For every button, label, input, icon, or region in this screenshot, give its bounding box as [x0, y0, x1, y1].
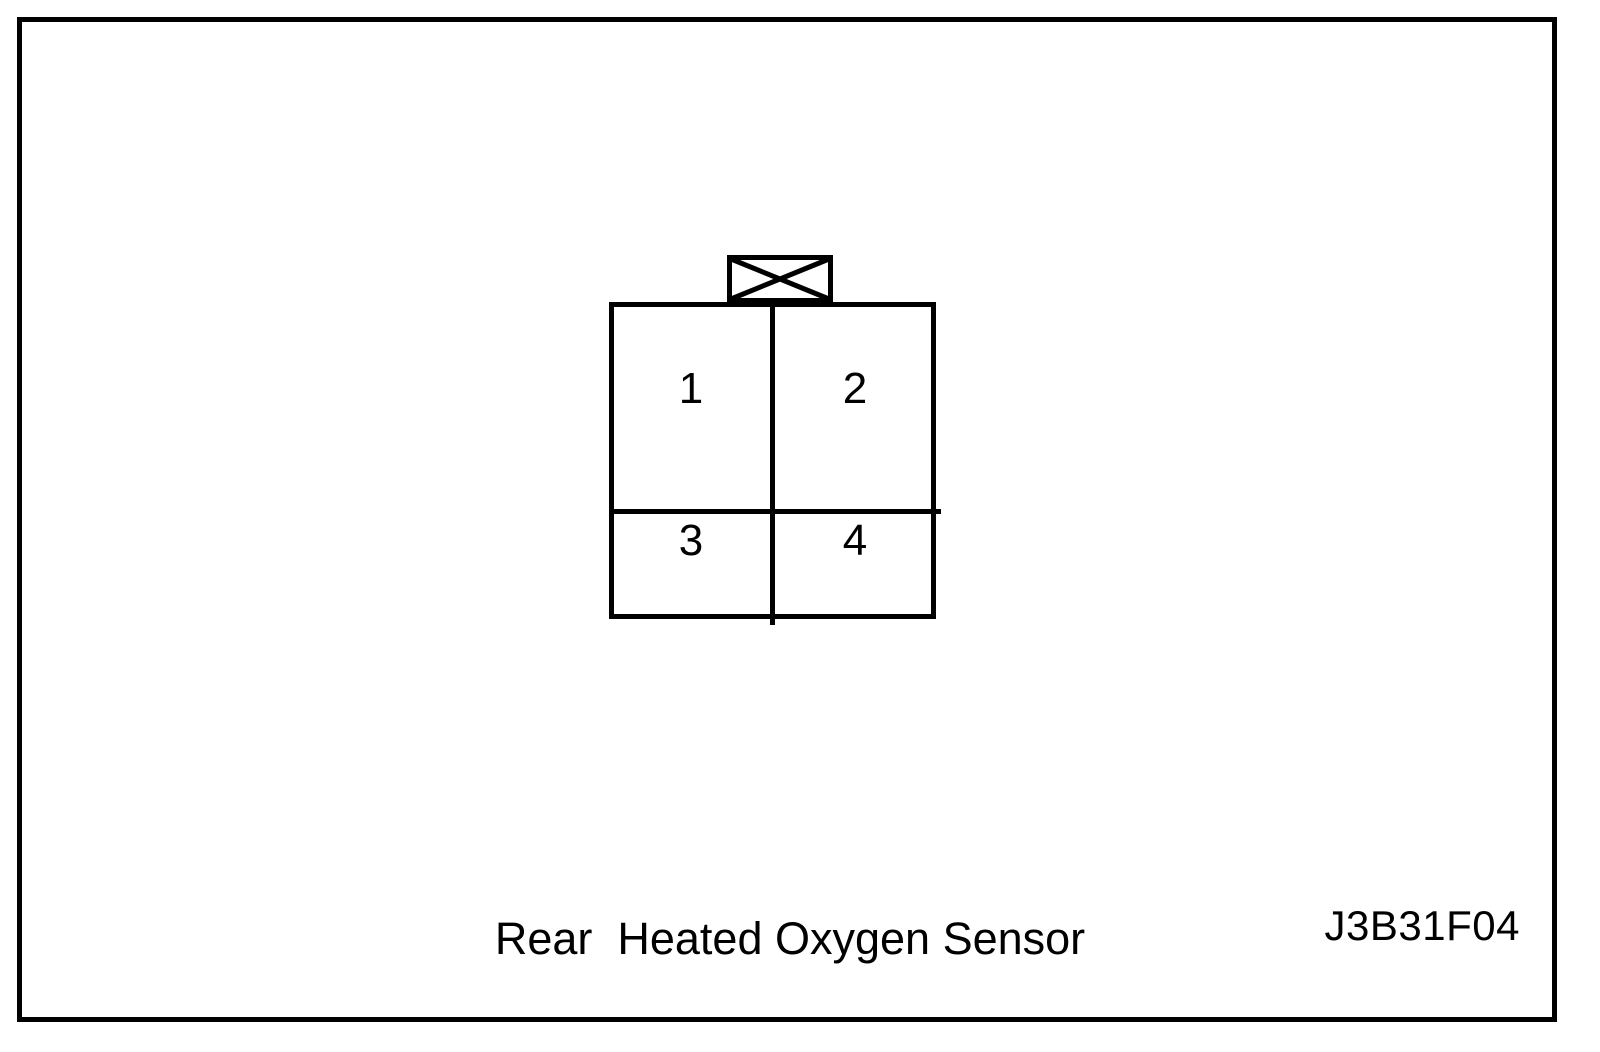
pin-label-2: 2 [842, 364, 868, 413]
locking-tab-icon [727, 255, 833, 303]
caption-line-1: Rear Heated Oxygen Sensor [494, 912, 1086, 964]
pin-grid-horizontal-divider [614, 509, 941, 514]
figure-caption: Rear Heated Oxygen Sensor (HO2S2) Connec… [0, 768, 1580, 1052]
figure-reference-code: J3B31F04 [1324, 902, 1520, 949]
pin-grid-vertical-divider [770, 302, 775, 625]
pin-label-1: 1 [678, 364, 704, 413]
page-border [17, 17, 1557, 1022]
connector-diagram: 1 2 3 4 [609, 255, 941, 625]
pin-label-4: 4 [842, 516, 868, 565]
pin-label-3: 3 [678, 516, 704, 565]
